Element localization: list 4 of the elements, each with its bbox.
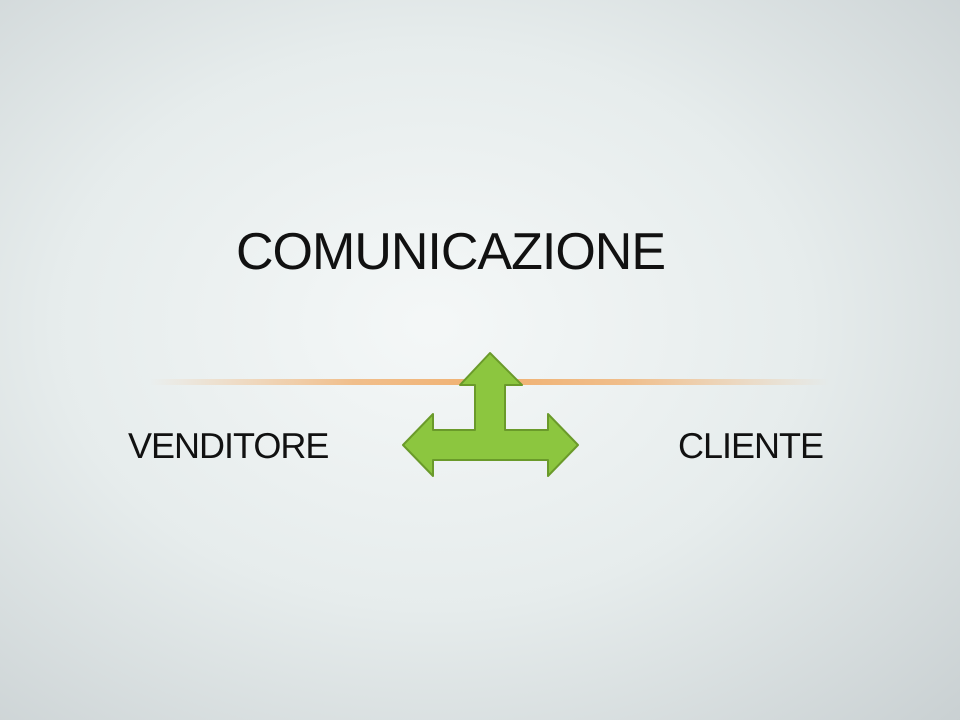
- node-label: VENDITORE: [128, 425, 338, 467]
- three-way-arrow: [400, 350, 582, 480]
- title: COMUNICAZIONE: [236, 222, 665, 282]
- node-label: CLIENTE: [678, 425, 838, 467]
